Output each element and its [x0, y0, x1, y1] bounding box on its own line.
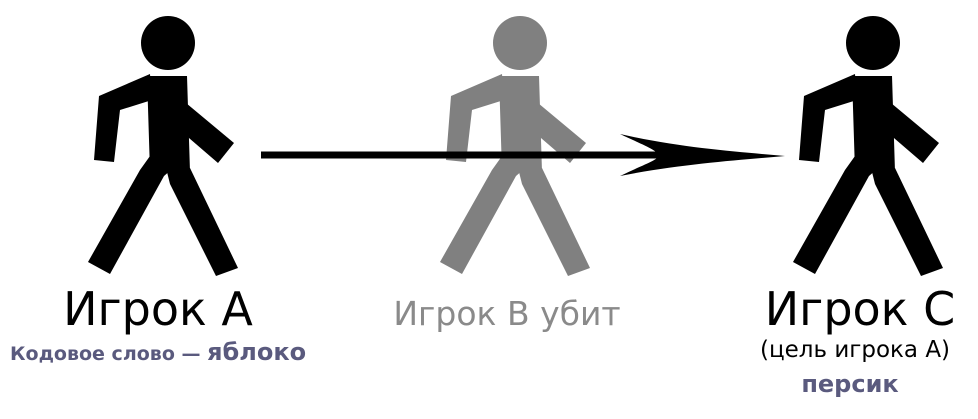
arrow	[261, 134, 785, 176]
player-c-codeword: персик	[801, 370, 899, 398]
player-a-name: Игрок А	[63, 282, 253, 336]
player-a-codeword-line: Кодовое слово — яблоко	[10, 338, 306, 366]
player-b-figure	[440, 16, 590, 276]
codeword-prefix: Кодовое слово —	[10, 343, 208, 365]
player-c-figure	[793, 16, 943, 276]
player-b-status: Игрок В убит	[393, 294, 621, 333]
arrow-head-icon	[620, 134, 785, 176]
player-c-name: Игрок С	[764, 282, 956, 336]
player-a-figure	[88, 16, 238, 276]
player-a-codeword: яблоко	[207, 338, 307, 366]
player-c-subtitle: (цель игрока А)	[759, 337, 951, 363]
